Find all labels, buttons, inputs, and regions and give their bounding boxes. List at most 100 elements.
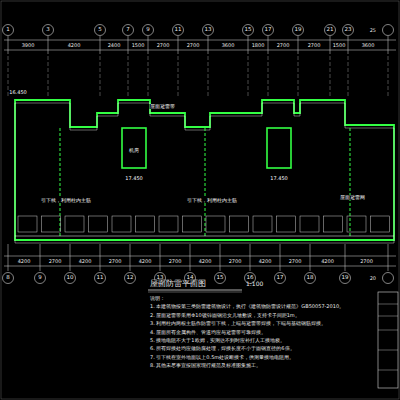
title-underline: [148, 290, 242, 291]
dimension-text: 2400: [108, 43, 121, 48]
axis-bubble: [305, 273, 316, 284]
dimension-text: 2700: [157, 43, 170, 48]
window-outline: [136, 216, 155, 232]
dimension-text: 1500: [333, 43, 346, 48]
axis-number: 25: [370, 28, 376, 33]
plan-annotation: 引下线，利用柱内主筋: [187, 198, 237, 203]
window-outline: [230, 216, 249, 232]
axis-number: 5: [98, 27, 102, 33]
axis-number: 18: [307, 275, 314, 281]
roof-outline: [15, 100, 394, 240]
axis-line: [248, 56, 249, 96]
axis-number: 15: [217, 275, 224, 281]
note-text: 1. 本建筑物按第三类防雷建筑物设计，执行《建筑物防雷设计规范》GB50057-…: [150, 304, 344, 309]
axis-number: 20: [370, 276, 376, 281]
dimension-text: 3900: [22, 43, 35, 48]
dimension-line: [4, 40, 396, 41]
dimension-tick: [148, 36, 149, 54]
plan-annotation: 16.450: [9, 90, 27, 95]
window-outline: [18, 216, 37, 232]
dimension-tick: [388, 244, 389, 271]
axis-number: 10: [67, 275, 74, 281]
dimension-tick: [160, 244, 161, 271]
axis-number: 3: [46, 27, 50, 33]
plan-annotation: 17.450: [270, 176, 288, 181]
title-block-line: [378, 304, 398, 305]
dimension-tick: [208, 36, 209, 54]
dimension-tick: [250, 244, 251, 271]
axis-number: 12: [127, 275, 134, 281]
dimension-text: 4200: [18, 259, 31, 264]
axis-line: [298, 56, 299, 96]
dimension-tick: [310, 244, 311, 271]
axis-line: [128, 56, 129, 96]
axis-bubble: [325, 25, 336, 36]
note-text: 4. 屋面所有金属构件、管道均应与避雷带可靠焊接。: [150, 330, 266, 335]
axis-bubble: [340, 273, 351, 284]
dimension-tick: [190, 244, 191, 271]
dimension-text: 2700: [169, 259, 182, 264]
dimension-tick: [130, 244, 131, 271]
dimension-tick: [100, 36, 101, 54]
dimension-text: 2700: [229, 259, 242, 264]
window-outline: [89, 216, 108, 232]
window-outline: [183, 216, 202, 232]
axis-number: 8: [6, 275, 10, 281]
dimension-tick: [348, 36, 349, 54]
axis-number: 19: [342, 275, 349, 281]
axis-line: [178, 56, 179, 96]
window-outline: [300, 216, 319, 232]
dimension-text: 2700: [109, 259, 122, 264]
window-outline: [159, 216, 178, 232]
title-block-line: [378, 370, 398, 371]
axis-bubble: [35, 273, 46, 284]
title-block-line: [378, 350, 398, 351]
note-text: 7. 引下线在室外地面以上0.5m处设断接卡，供测量接地电阻用。: [150, 355, 294, 360]
shaft-outline: [267, 128, 291, 168]
plan-annotation: 屋面避雷网: [340, 195, 365, 200]
axis-number: 17: [265, 27, 272, 33]
axis-bubble: [275, 273, 286, 284]
dimension-text: 3600: [222, 43, 235, 48]
dimension-line: [4, 266, 396, 267]
axis-number: 7: [126, 27, 130, 33]
axis-bubble: [95, 25, 106, 36]
note-text: 8. 其他未尽事宜按国家现行规范及标准图集施工。: [150, 363, 261, 368]
dimension-text: 4200: [199, 259, 212, 264]
dimension-text: 2700: [49, 259, 62, 264]
dimension-tick: [70, 244, 71, 271]
dimension-tick: [280, 244, 281, 271]
axis-number: 9: [146, 27, 150, 33]
axis-bubble: [263, 25, 274, 36]
window-outline: [371, 216, 390, 232]
axis-bubble: [125, 273, 136, 284]
axis-line: [388, 56, 389, 96]
axis-bubble: [143, 25, 154, 36]
note-text: 说明：: [150, 296, 165, 301]
note-text: 3. 利用柱内两根主筋作防雷引下线，上端与避雷带焊接，下端与基础钢筋焊接。: [150, 321, 326, 326]
axis-bubble: [215, 273, 226, 284]
dimension-tick: [345, 244, 346, 271]
plan-annotation: 机房: [129, 148, 139, 153]
dimension-tick: [330, 36, 331, 54]
plan-annotation: 屋面避雷带: [150, 104, 175, 109]
note-text: 6. 所有焊接处均应做防腐处理，焊接长度不小于圆钢直径的6倍。: [150, 346, 295, 351]
axis-number: 15: [245, 27, 252, 33]
window-outline: [324, 216, 343, 232]
dimension-tick: [268, 36, 269, 54]
axis-bubble: [65, 273, 76, 284]
window-outline: [65, 216, 84, 232]
dimension-text: 2700: [187, 43, 200, 48]
axis-number: 23: [345, 27, 352, 33]
plan-annotation: 引下线，利用柱内主筋: [41, 198, 91, 203]
axis-line: [100, 56, 101, 96]
axis-number: 11: [175, 27, 182, 33]
axis-line: [268, 56, 269, 96]
axis-number: 13: [205, 27, 212, 33]
dimension-tick: [178, 36, 179, 54]
parapet-line: [15, 103, 394, 243]
window-outline: [277, 216, 296, 232]
dimension-tick: [220, 244, 221, 271]
window-outline: [206, 216, 225, 232]
